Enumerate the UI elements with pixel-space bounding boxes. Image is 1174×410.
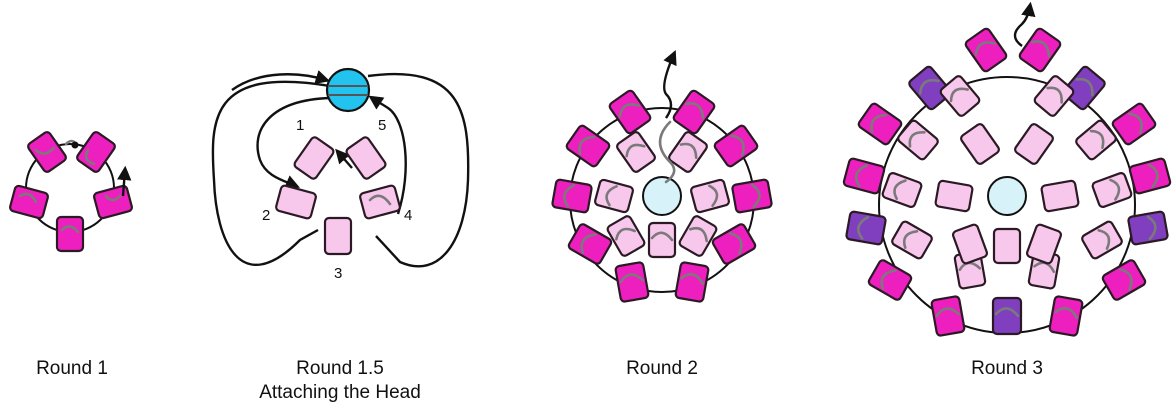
direction-arrow [335,148,353,169]
bead [1075,119,1117,161]
bead [672,89,716,135]
bead [934,179,974,213]
bead [9,184,49,220]
thread-inner-right [368,95,407,215]
panel-round-1-5: 1 2 3 4 5 Round 1.5 Attaching the Head [211,67,470,403]
bead-number-5: 5 [378,117,386,134]
panel-round-3: Round 3 [842,1,1172,379]
bead [891,220,933,260]
caption-round-1: Round 1 [36,358,108,379]
bead-number-4: 4 [404,207,412,224]
bead [1025,223,1063,265]
bead [1127,210,1169,246]
bead-number-1: 1 [296,117,304,134]
bead [857,102,903,146]
bead [960,123,1000,165]
bead [275,184,317,220]
bead [1018,27,1062,73]
bead [678,215,718,257]
bead [991,296,1023,336]
bead [842,157,886,195]
bead [567,223,613,265]
bead [731,178,773,214]
bead [845,210,887,246]
bead [606,215,646,257]
bead-number-3: 3 [334,265,342,282]
head-bead [325,67,371,113]
head-bead [642,176,682,216]
bead [323,216,353,256]
round-1-beads [9,131,133,253]
bead [608,89,652,135]
bead [711,223,757,265]
direction-arrow [663,50,677,119]
bead [551,178,593,214]
panel-round-1: Round 1 [9,131,133,379]
bead [897,119,939,161]
bead [939,75,981,117]
bead [867,259,913,301]
thread-loop-right [367,73,470,268]
bead [647,221,677,259]
bead [616,131,656,173]
bead [930,295,966,337]
bead [565,124,611,168]
bead [345,136,387,180]
bead [359,184,401,220]
bead [293,136,335,180]
bead [1111,102,1157,146]
bead [1081,220,1123,260]
bead [964,27,1008,73]
bead [690,178,730,214]
bead [55,215,85,253]
bead-number-2: 2 [262,207,270,224]
bead [76,131,116,173]
knot-dot [71,141,79,149]
subcaption-attaching-head: Attaching the Head [259,382,421,403]
bead [1040,179,1080,213]
bead [881,171,923,209]
round-2-beads [551,89,773,303]
caption-round-3: Round 3 [971,358,1043,379]
thread-inner-left [256,96,331,189]
direction-arrow [1013,1,1036,47]
bead [93,184,133,220]
thread-path [368,194,392,206]
bead [594,178,634,214]
thread-path [18,146,122,234]
thread-loop-left [211,80,331,266]
bead [908,65,952,111]
bead [1091,171,1133,209]
bead [1033,75,1075,117]
bead [674,261,710,303]
bead [951,223,989,265]
thread-to-head-left [231,70,331,91]
panel-round-2: Round 2 [551,50,773,379]
round-3-beads [842,27,1172,337]
bead [1014,123,1054,165]
bead [1048,295,1084,337]
bead [614,261,650,303]
thread-path [658,120,676,184]
caption-round-2: Round 2 [626,358,698,379]
caption-round-1-5: Round 1.5 [296,358,384,379]
bead [1128,157,1172,195]
direction-arrow [117,165,132,197]
bead [1062,65,1106,111]
bead [668,131,708,173]
bead [992,227,1022,265]
bead [1101,259,1147,301]
bead [713,124,759,168]
head-bead [987,176,1027,216]
